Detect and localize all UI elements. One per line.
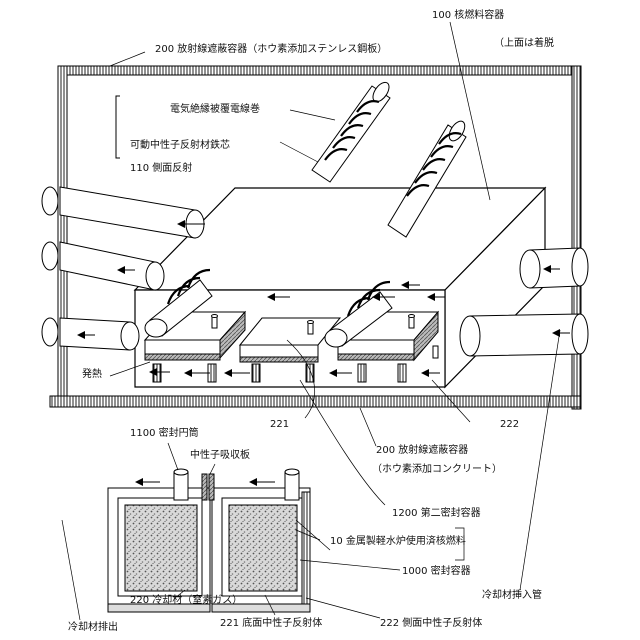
top-coil-left [312,80,392,182]
label-side-reflector-110: 110 側面反射 [130,163,192,175]
label-shield-200-bottom-1: 200 放射線遮蔽容器 [376,445,468,457]
label-cylinder-1100: 1100 密封円筒 [130,428,199,440]
inset-containers [108,469,310,612]
label-heat-gen: 発熱 [82,369,102,381]
label-side-reflector-222: 222 側面中性子反射体 [380,618,482,630]
label-absorber-plate: 中性子吸収板 [190,450,250,462]
label-container-100: 100 核燃料容器 [432,10,504,22]
label-vessel-1200: 1200 第二密封容器 [392,508,481,520]
side-reflector-bracket [116,96,120,158]
label-insulated-wire: 電気絶縁被覆電線巻 [170,104,260,116]
label-sealed-1000: 1000 密封容器 [402,566,471,578]
label-top-detachable: （上面は着脱 [494,38,554,50]
label-221-upper: 221 [270,419,289,431]
label-fuel-10: 10 金属製軽水炉使用済核燃料 [330,536,466,548]
label-222-upper: 222 [500,419,519,431]
label-shield-200-top: 200 放射線遮蔽容器（ホウ素添加ステンレス鋼板） [155,44,387,56]
label-bottom-reflector-221: 221 底面中性子反射体 [220,618,322,630]
label-coolant-out: 冷却材排出 [68,622,118,634]
label-coolant-220: 220 冷却材（窒素ガス） [130,595,242,607]
label-shield-200-bottom-2: （ホウ素添加コンクリート） [372,464,502,476]
label-movable-reflector: 可動中性子反射材鉄芯 [130,140,230,152]
label-coolant-in: 冷却材挿入管 [482,590,542,602]
